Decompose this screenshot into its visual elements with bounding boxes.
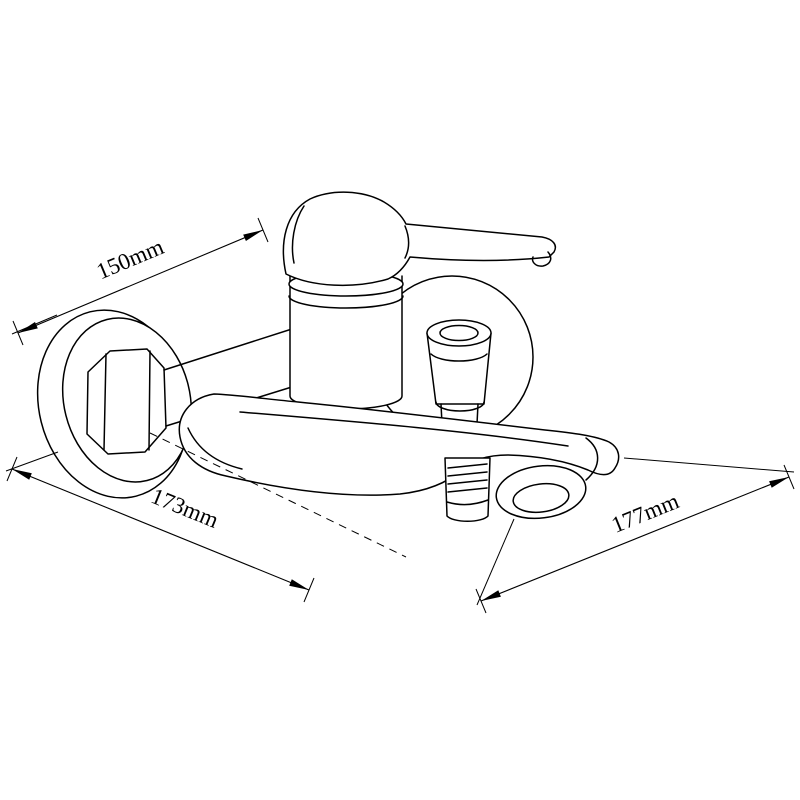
shower-connector-collar (430, 353, 488, 362)
lever-handle (282, 191, 557, 287)
handle-tip-lip (531, 251, 552, 267)
shower-connector-opening (439, 324, 479, 342)
witness-tick-177-right (783, 464, 795, 490)
extension-line-177-left (476, 518, 515, 606)
handle-cap-highlight (291, 205, 305, 264)
arrowhead-150-end (243, 230, 263, 241)
thread-line-4 (447, 487, 488, 493)
arrowhead-173-start (12, 469, 32, 480)
center-line-dashed (149, 432, 407, 558)
dimension-label-173: 173mm (148, 483, 223, 533)
witness-tick-173-right (303, 577, 315, 603)
dimension-line-150 (17, 229, 264, 334)
spout-left-fold (187, 427, 243, 470)
arrowhead-177-start (481, 590, 501, 601)
dimension-label-177: 177mm (608, 488, 683, 538)
supply-pipe-top (163, 327, 296, 371)
shower-connector-stem-right (476, 403, 479, 425)
dimension-label-150: 150mm (93, 234, 168, 284)
thread-separator (446, 499, 489, 506)
witness-tick-177-left (475, 588, 487, 614)
arrowhead-173-end (289, 579, 309, 590)
spout (178, 393, 620, 496)
arrowhead-177-end (769, 477, 789, 488)
aerator-face (512, 482, 570, 514)
extension-line-177-right (623, 457, 795, 473)
dimension-line-177 (480, 476, 790, 602)
spout-top-edge-line (239, 411, 569, 447)
arrowhead-150-start (18, 322, 38, 333)
thread-line-3 (447, 479, 488, 485)
witness-tick-150-left (12, 320, 24, 346)
hex-nut-facet-left (103, 353, 107, 451)
extension-line-173-left (5, 451, 59, 472)
witness-tick-150-right (257, 217, 269, 243)
hex-nut (86, 348, 167, 455)
shower-connector-base-edge (435, 401, 485, 412)
hex-nut-facet-right (148, 350, 151, 451)
body-collar-lower-edge (288, 295, 404, 309)
spout-tip-face (585, 437, 599, 481)
thread-line-2 (447, 471, 488, 477)
faucet-drawing (36, 191, 620, 558)
thread-line-1 (447, 463, 488, 469)
witness-tick-173-left (6, 456, 18, 482)
handle-cap-separation (404, 225, 410, 259)
dimension-line-173 (11, 468, 310, 591)
